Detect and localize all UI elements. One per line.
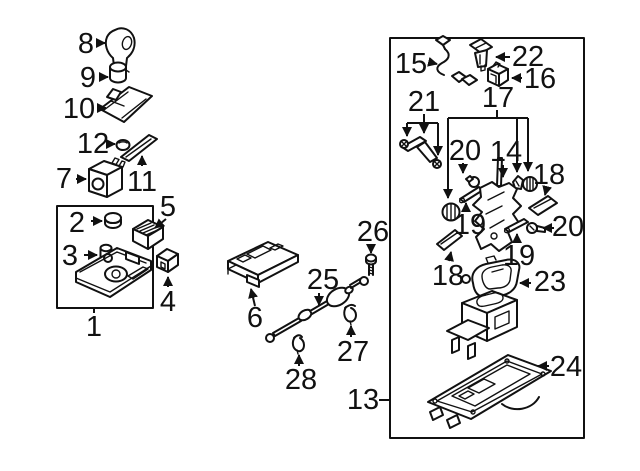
part-24-base-tray-drawing <box>427 354 552 429</box>
part-11-trim-strip-drawing <box>120 134 158 162</box>
callout-16: 16 <box>524 63 556 95</box>
callout-24: 24 <box>550 351 582 383</box>
part-27-cable-clip-drawing <box>343 303 357 326</box>
callout-27: 27 <box>337 336 369 368</box>
callout-15: 15 <box>395 48 427 80</box>
part-13-mid-housing-drawing <box>446 290 518 360</box>
part-28-cable-clip-drawing <box>291 334 305 355</box>
callout-4: 4 <box>160 286 176 318</box>
callout-28: 28 <box>285 364 317 396</box>
part-9-bushing-drawing <box>109 61 130 84</box>
group-box-part-13 <box>389 37 585 439</box>
callout-arrows <box>76 38 554 401</box>
callout-2: 2 <box>69 207 85 239</box>
callout-26: 26 <box>357 216 389 248</box>
callout-20-right: 20 <box>552 211 584 243</box>
part-16-connector-drawing <box>487 61 509 87</box>
part-7-switch-drawing <box>88 157 126 198</box>
callout-8: 8 <box>78 28 94 60</box>
part-4-connector-drawing <box>156 248 179 273</box>
callout-17: 17 <box>482 82 514 114</box>
callout-25: 25 <box>307 264 339 296</box>
callout-1: 1 <box>86 311 102 343</box>
callout-5: 5 <box>160 191 176 223</box>
callout-23: 23 <box>534 266 566 298</box>
callout-6: 6 <box>247 302 263 334</box>
callout-7: 7 <box>56 163 72 195</box>
callout-3: 3 <box>62 240 78 272</box>
callout-19-left: 19 <box>454 209 486 241</box>
part-15-wire-harness-drawing <box>435 35 478 86</box>
part-12-clip-drawing <box>115 139 131 151</box>
callout-18-lower: 18 <box>432 260 464 292</box>
part-23-indicator-panel-drawing <box>457 255 521 298</box>
callout-11: 11 <box>127 166 157 198</box>
part-19-pin-lower-drawing <box>503 218 529 234</box>
callout-18-right: 18 <box>533 159 565 191</box>
part-21-bracket-drawing <box>399 136 442 169</box>
part-6-control-module-drawing <box>227 241 299 288</box>
part-22-connector-drawing <box>469 38 493 72</box>
group-box-part-1 <box>56 205 154 309</box>
callout-13: 13 <box>347 384 379 416</box>
part-1-housing-drawing <box>75 247 152 298</box>
callout-20-upper: 20 <box>449 135 481 167</box>
callout-22: 22 <box>512 41 544 73</box>
callout-labels: 8 9 10 12 11 7 2 3 5 4 1 6 26 25 27 28 1… <box>56 28 584 416</box>
callout-12: 12 <box>77 128 109 160</box>
part-18-strip-lower-drawing <box>436 229 463 251</box>
callout-21: 21 <box>408 86 440 118</box>
callout-9: 9 <box>80 62 96 94</box>
part-18-strip-right-drawing <box>528 195 558 216</box>
callout-14: 14 <box>490 136 522 168</box>
part-10-boot-drawing <box>99 86 153 123</box>
part-2-cap-drawing <box>104 212 122 229</box>
part-17-bushing-left-drawing <box>441 202 461 222</box>
part-20-screw-right-drawing <box>526 222 546 234</box>
part-20-grommet-upper-drawing <box>465 175 480 188</box>
part-26-bolt-drawing <box>365 253 377 276</box>
part-17-bushing-right-drawing <box>522 176 538 192</box>
callout-10: 10 <box>63 93 95 125</box>
callout-19-lower: 19 <box>503 240 535 272</box>
